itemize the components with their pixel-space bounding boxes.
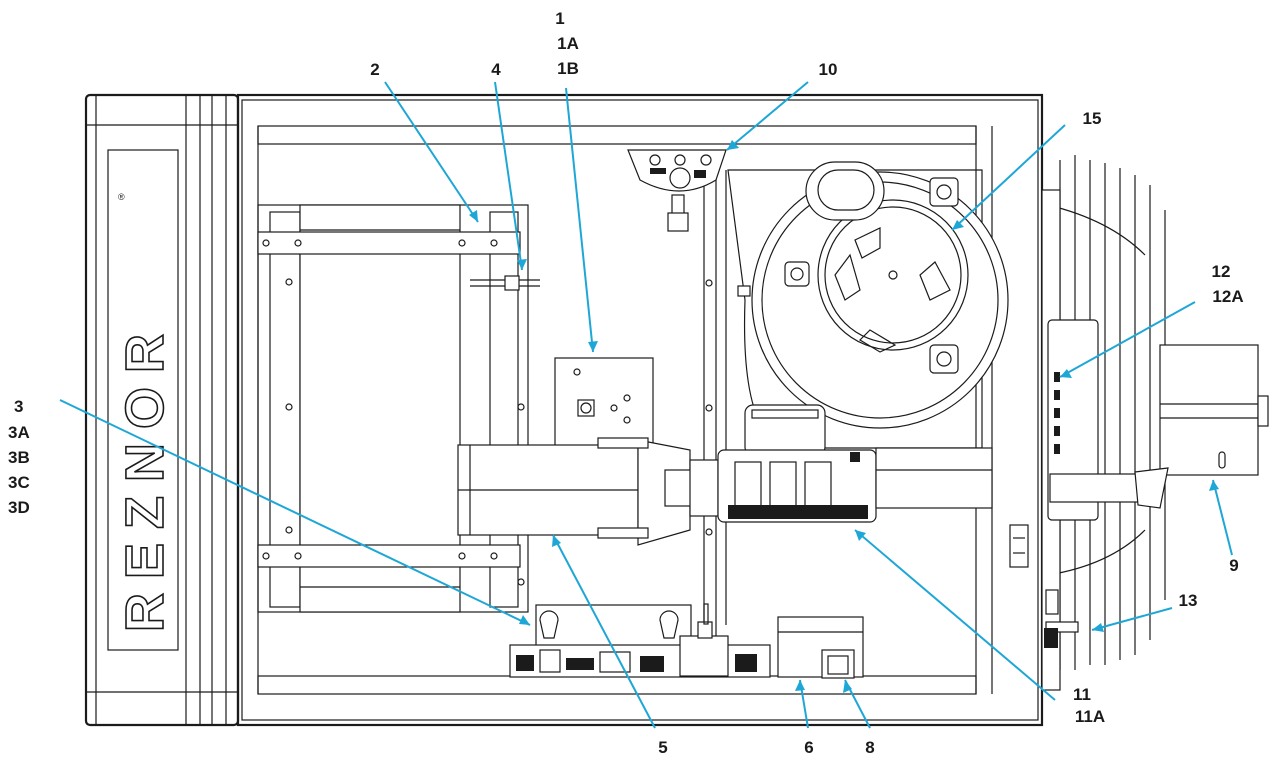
blower-assembly [727, 161, 1009, 449]
leader-4 [494, 81, 523, 271]
callout-2: 2 [370, 60, 379, 79]
reznor-logo: REZNOR ® [114, 192, 176, 633]
callout-5: 5 [658, 738, 667, 757]
callout-3-line-4: 3C [8, 473, 30, 492]
callout-1-line-3: 1B [557, 59, 579, 78]
leader-12 [1059, 301, 1196, 378]
callout-4: 4 [491, 60, 501, 79]
callout-8: 8 [865, 738, 874, 757]
callout-1-line-1: 1 [555, 9, 564, 28]
leader-lines [59, 81, 1233, 729]
burner-manifold [457, 357, 719, 546]
callout-12-line-2: 12A [1212, 287, 1243, 306]
front-panel: REZNOR ® [84, 93, 240, 727]
callout-11-line-1: 11 [1073, 685, 1091, 704]
leader-3 [59, 399, 531, 626]
svg-text:®: ® [118, 192, 125, 202]
inducer-motor [717, 404, 993, 523]
leader-2 [384, 81, 479, 223]
callout-11-line-2: 11A [1075, 707, 1105, 726]
callout-13: 13 [1179, 591, 1198, 610]
svg-text:REZNOR: REZNOR [115, 320, 175, 632]
leader-5 [552, 534, 656, 729]
heat-exchanger [257, 204, 540, 613]
leader-15 [951, 124, 1066, 231]
callout-10: 10 [819, 60, 838, 79]
fan-guard [1041, 155, 1269, 691]
pressure-switch [627, 149, 727, 232]
callout-3-line-1: 3 [14, 397, 23, 416]
callout-15: 15 [1083, 109, 1102, 128]
callout-9: 9 [1229, 556, 1238, 575]
callout-1-line-2: 1A [557, 34, 579, 53]
leader-9 [1212, 479, 1233, 556]
control-board [509, 603, 771, 678]
leader-11 [854, 529, 1056, 701]
transformer [777, 616, 864, 679]
callout-labels: 1 1A 1B 2 3 3A 3B 3C 3D 4 5 6 8 9 10 11 … [8, 9, 1244, 757]
leader-13 [1091, 607, 1173, 631]
callout-6: 6 [804, 738, 813, 757]
leader-10 [726, 81, 809, 151]
leader-1 [565, 87, 594, 353]
callout-3-line-5: 3D [8, 498, 30, 517]
callout-3-line-3: 3B [8, 448, 30, 467]
callout-12-line-1: 12 [1212, 262, 1231, 281]
callout-3-line-2: 3A [8, 423, 30, 442]
